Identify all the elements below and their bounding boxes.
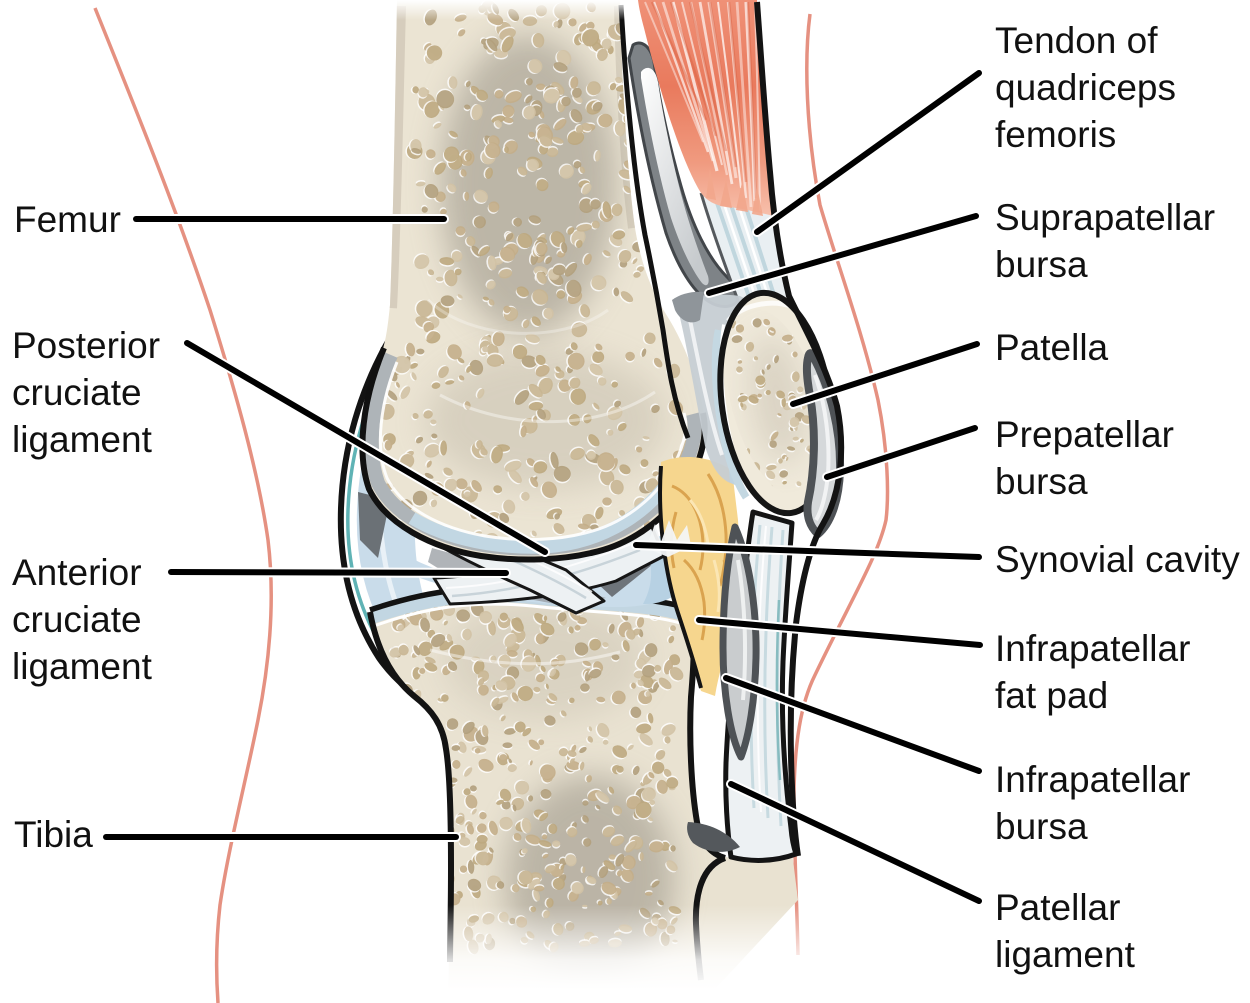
label-posterior-cruciate-ligament: Posterior cruciate ligament: [12, 325, 161, 460]
leader-quadriceps-tendon: [752, 68, 984, 237]
leader-lines: [101, 68, 985, 906]
leader-infrapatellar-bursa: [721, 673, 984, 776]
label-infrapatellar-bursa: Infrapatellar bursa: [995, 759, 1191, 847]
infrapatellar-bursa: [687, 523, 760, 852]
femur-bone: [359, 0, 708, 563]
label-infrapatellar-fat-pad: Infrapatellar fat pad: [995, 628, 1191, 716]
tibia-bone: [367, 585, 798, 1003]
leader-patellar-ligament: [726, 779, 984, 906]
leader-prepatellar-bursa: [822, 423, 980, 482]
leader-anterior-cruciate: [166, 567, 511, 578]
prepatellar-bursa: [802, 349, 845, 538]
label-patella: Patella: [995, 327, 1109, 368]
capsule-anterior-line: [618, 4, 691, 439]
anterior-outline: [754, 1, 845, 857]
label-suprapatellar-bursa: Suprapatellar bursa: [995, 197, 1216, 285]
label-prepatellar-bursa: Prepatellar bursa: [995, 414, 1174, 502]
leader-synovial-cavity: [631, 540, 984, 562]
label-tibia: Tibia: [14, 814, 93, 855]
label-anterior-cruciate-ligament: Anterior cruciate ligament: [12, 552, 152, 687]
leader-posterior-cruciate: [182, 338, 550, 557]
muscle-fiber-streaks: [644, 1, 761, 212]
label-synovial-cavity: Synovial cavity: [995, 539, 1240, 580]
leader-infrapatellar-fat-pad: [694, 615, 985, 650]
label-patellar-ligament: Patellar ligament: [995, 887, 1135, 975]
skin-outline-left: [93, 7, 273, 1003]
leader-patella: [788, 339, 982, 409]
patella-bone: [711, 289, 835, 517]
label-tendon-of-quadriceps-femoris: Tendon of quadriceps femoris: [995, 20, 1177, 155]
bottom-fade: [360, 905, 830, 1003]
leader-suprapatellar-bursa: [704, 211, 981, 298]
label-femur: Femur: [14, 199, 121, 240]
quadriceps-muscle: [638, 0, 774, 216]
